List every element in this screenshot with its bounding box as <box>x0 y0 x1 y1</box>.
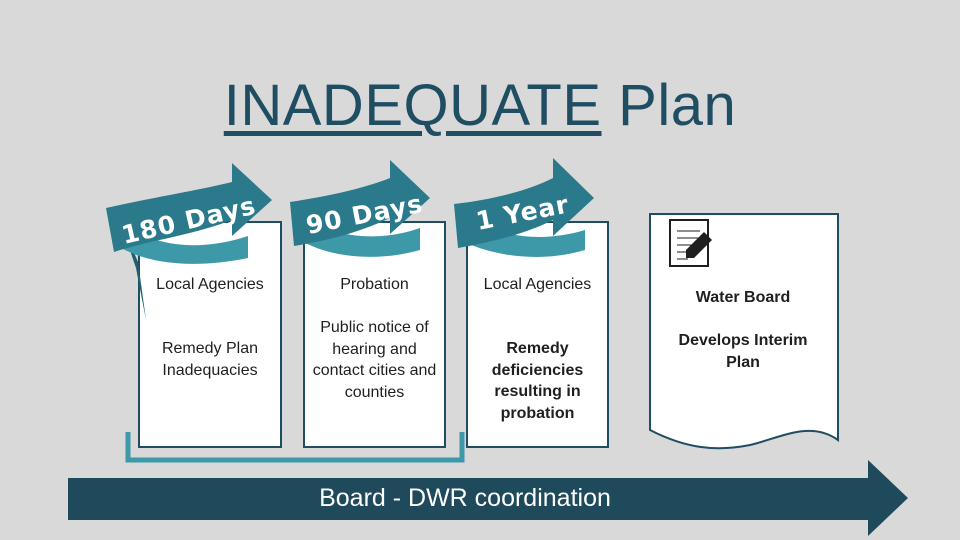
document-edit-icon <box>669 219 712 267</box>
timeline-arrow <box>68 460 908 536</box>
final-card-body: Develops Interim Plan <box>678 332 808 371</box>
title-word: Plan <box>618 73 737 138</box>
stage-2-body: Public notice of hearing and contact cit… <box>312 319 437 401</box>
stage-3-heading: Local Agencies <box>483 276 592 293</box>
stage-2-heading: Probation <box>340 276 409 293</box>
stage-1-body: Remedy Plan Inadequacies <box>161 340 259 379</box>
ribbon-2: 90 Days <box>290 160 430 257</box>
final-card <box>649 213 839 450</box>
stage-3-body: Remedy deficiencies resulting in probati… <box>491 340 584 422</box>
stage-1-heading: Local Agencies <box>156 276 264 293</box>
title-underlined-word: INADEQUATE <box>223 73 602 138</box>
ribbon-3: 1 Year <box>454 158 594 257</box>
page-title: INADEQUATE Plan <box>0 72 960 139</box>
grouping-bracket <box>125 432 465 463</box>
final-card-heading: Water Board <box>695 289 791 306</box>
timeline-label: Board - DWR coordination <box>319 484 611 512</box>
